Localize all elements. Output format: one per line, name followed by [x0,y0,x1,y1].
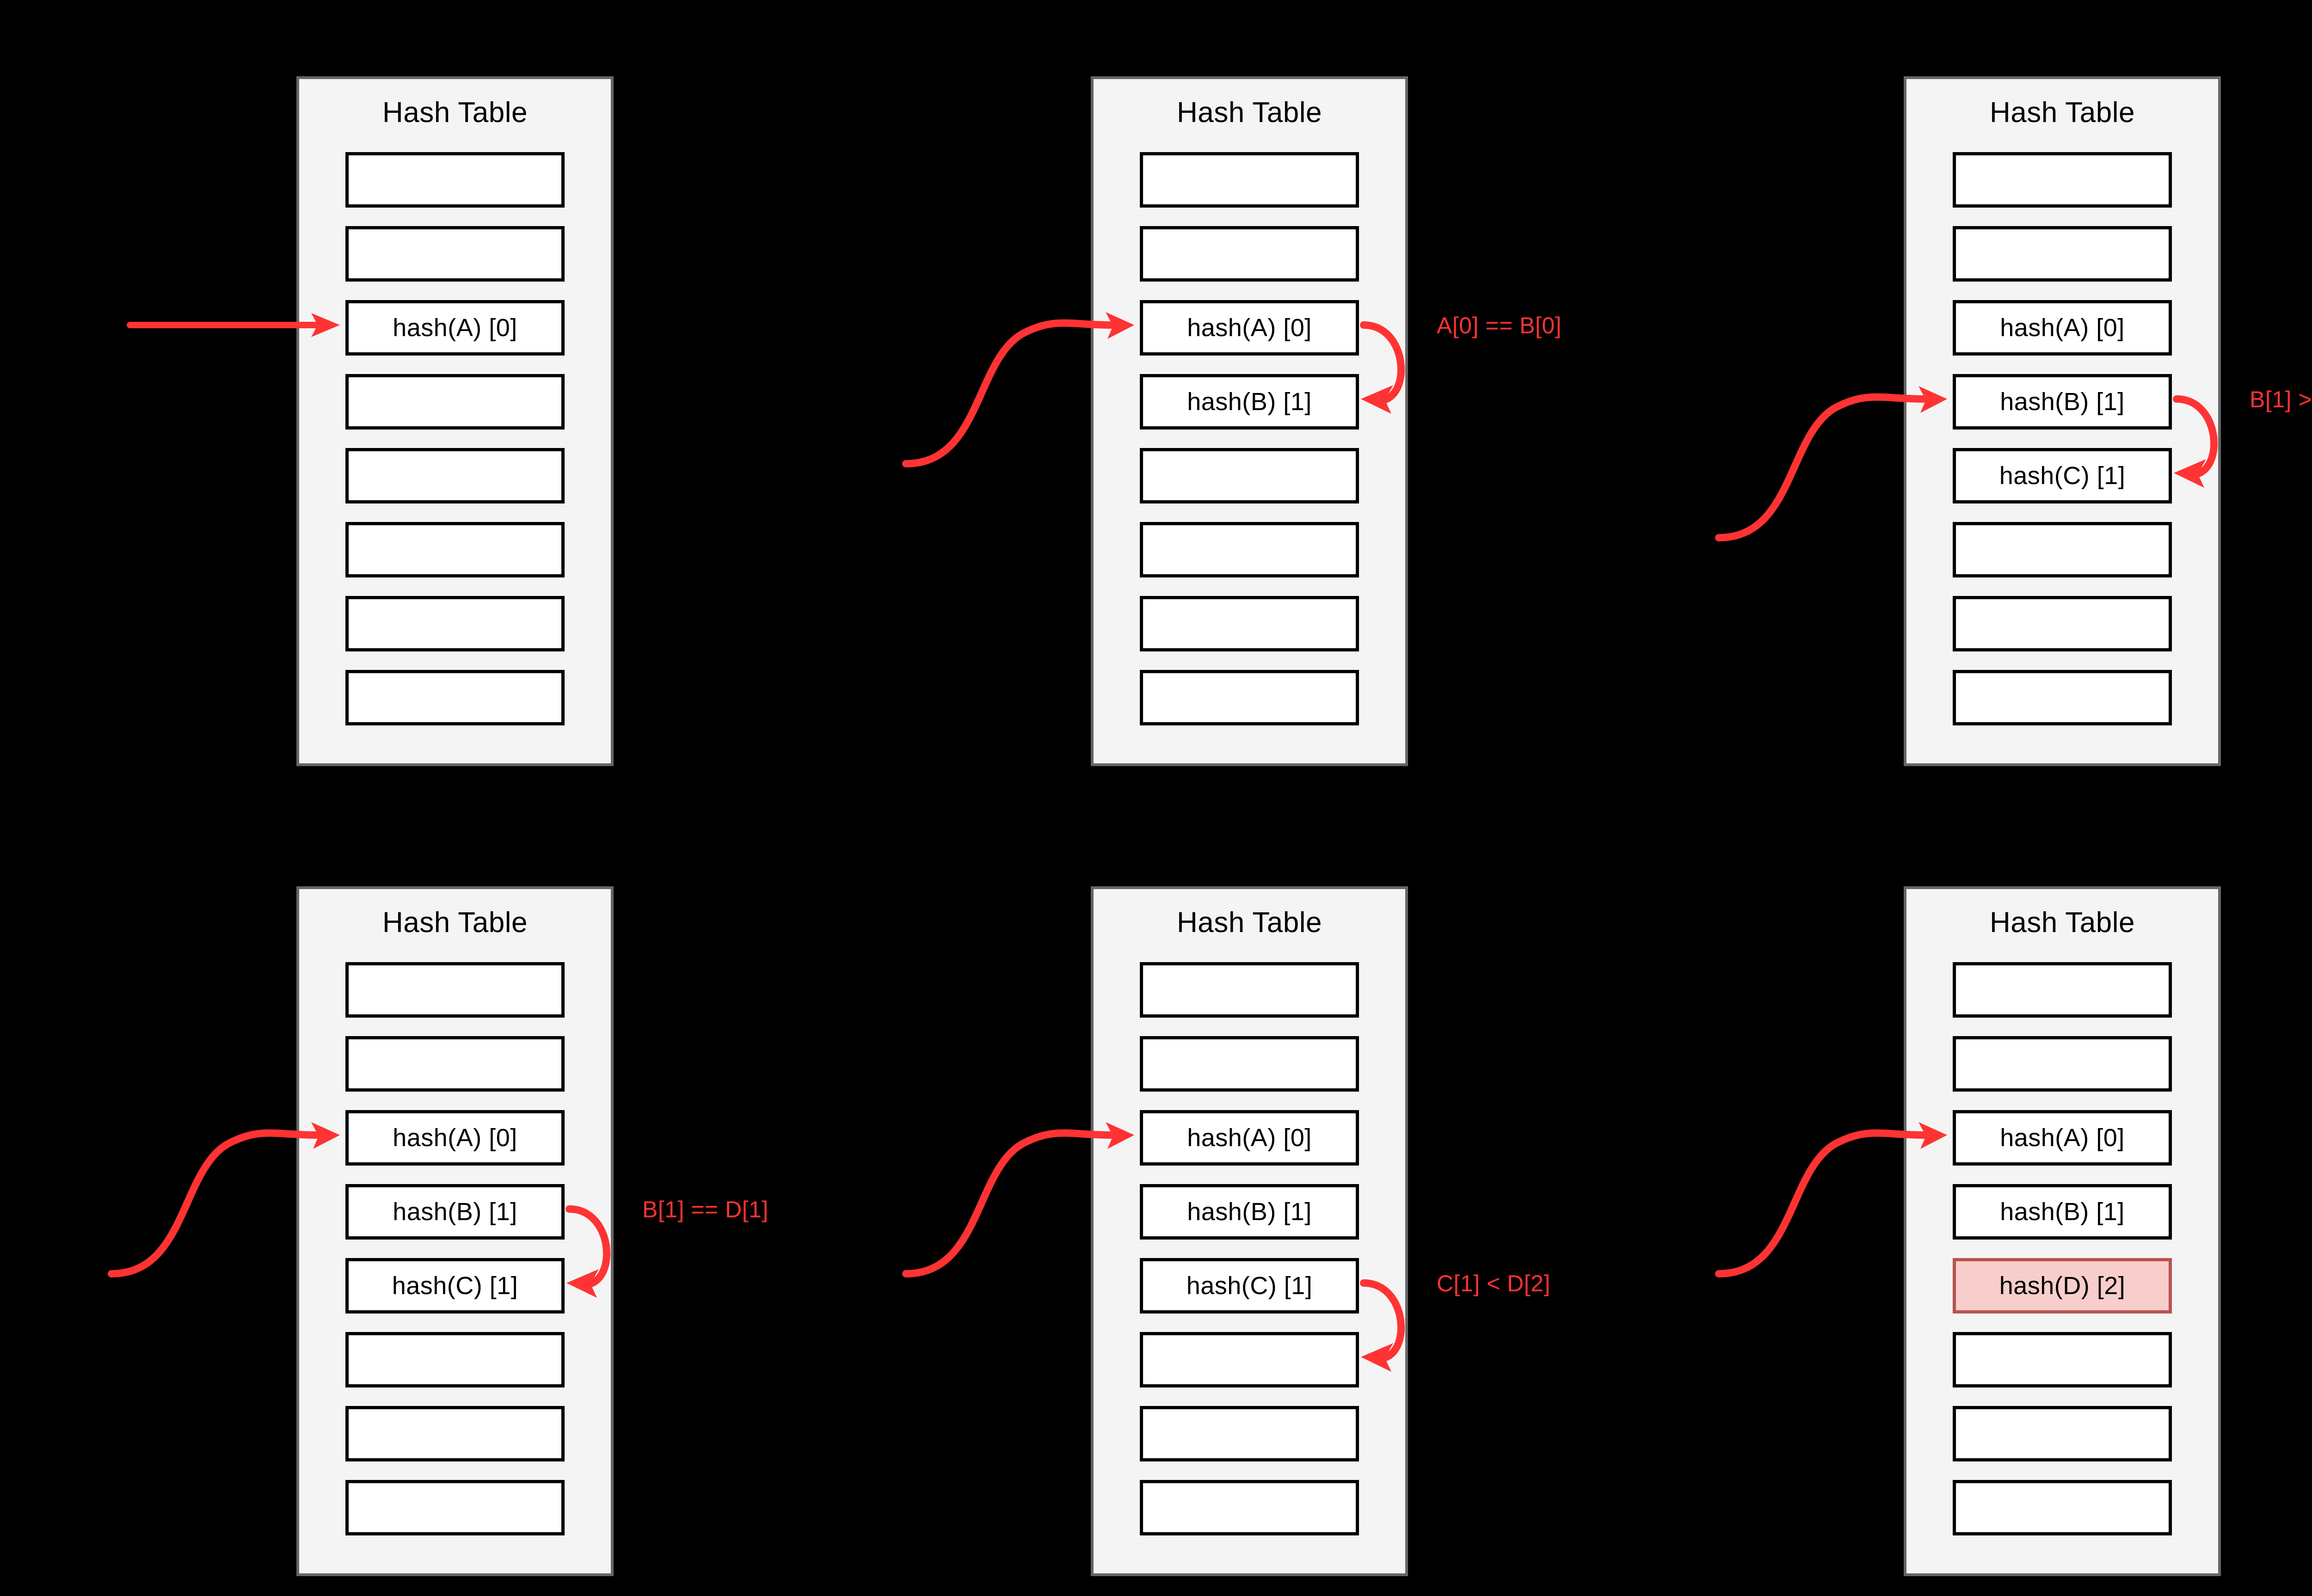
hash-table-slot-empty [1953,226,2172,282]
hash-table-panel-5: Hash Table hash(A) [0] hash(B) [1] hash(C) … [296,886,614,1576]
hash-table-slot-empty [1953,670,2172,725]
slot-label: hash(C) [1] [392,1272,518,1300]
slot-label: hash(B) [1] [2000,1198,2125,1226]
slot-label: hash(A) [0] [1187,314,1312,342]
slot-label: hash(A) [0] [2000,1124,2125,1152]
hash-table-slot-empty [1953,1036,2172,1092]
hash-table-slot-empty [1953,522,2172,577]
hash-table-panel-3: Hash Table hash(A) [0] hash(B) [1] hash(C) … [1904,76,2221,766]
hash-table-panel-2: Hash Table hash(A) [0] hash(B) [1] [1091,76,1408,766]
slot-label: hash(B) [1] [1187,1198,1312,1226]
panel-title: Hash Table [1176,97,1322,129]
comparison-annotation: B[1] == D[1] [642,1197,769,1222]
panel-title: Hash Table [1989,907,2135,939]
insert-arrow-curve-7 [1715,1129,1929,1277]
slot-label: hash(D) [2] [1999,1272,2126,1300]
hash-table-slot-filled: hash(B) [1] [1953,374,2172,430]
hash-table-slot-empty [345,448,565,503]
slot-label: hash(C) [1] [1999,462,2126,490]
panel-title: Hash Table [382,907,528,939]
panel-title: Hash Table [1989,97,2135,129]
hash-table-slot-empty [1140,596,1359,651]
hash-table-slot-empty [345,152,565,208]
hash-table-slot-empty [1953,152,2172,208]
comparison-annotation: A[0] == B[0] [1437,313,1562,338]
hash-table-slot-empty [1953,1332,2172,1387]
hash-table-slot-empty [1140,1480,1359,1535]
hash-table-slot-empty [345,1332,565,1387]
hash-table-slot-filled: hash(A) [0] [1140,300,1359,356]
hash-table-slot-filled: hash(A) [0] [1953,300,2172,356]
hash-table-slot-empty [345,374,565,430]
slot-label: hash(A) [0] [1187,1124,1312,1152]
hash-table-slot-filled: hash(B) [1] [1953,1184,2172,1240]
hash-table-slot-list: hash(A) [0] hash(B) [1] [1140,152,1359,744]
hash-table-slot-filled: hash(A) [0] [1953,1110,2172,1166]
hash-table-slot-filled: hash(C) [1] [1953,448,2172,503]
hash-table-panel-1: Hash Table hash(A) [0] [296,76,614,766]
panel-title: Hash Table [382,97,528,129]
hash-table-slot-empty [345,1480,565,1535]
comparison-annotation: B[1] > C[0] [2250,387,2312,412]
slot-label: hash(A) [0] [393,1124,517,1152]
slot-label: hash(B) [1] [393,1198,517,1226]
hash-table-slot-list: hash(A) [0] hash(B) [1] hash(D) [2] [1953,962,2172,1554]
hash-table-slot-empty [1953,596,2172,651]
hash-table-slot-empty [1140,522,1359,577]
hash-table-slot-list: hash(A) [0] hash(B) [1] hash(C) [1] [1140,962,1359,1554]
hash-table-slot-filled: hash(A) [0] [1140,1110,1359,1166]
hash-table-slot-filled: hash(B) [1] [345,1184,565,1240]
hash-table-panel-7: Hash Table hash(A) [0] hash(B) [1] hash(D) … [1904,886,2221,1576]
slot-label: hash(A) [0] [2000,314,2125,342]
hash-table-slot-empty [1140,1332,1359,1387]
slot-label: hash(C) [1] [1186,1272,1313,1300]
hash-table-slot-empty [345,596,565,651]
hash-table-slot-filled: hash(A) [0] [345,1110,565,1166]
hash-table-slot-empty [1140,962,1359,1018]
hash-table-slot-empty [345,1036,565,1092]
hash-table-slot-empty [1140,1406,1359,1461]
insert-arrow-curve-3 [1715,393,1929,541]
hash-table-slot-empty [1140,670,1359,725]
insert-arrow-curve-5 [108,1129,321,1277]
insert-arrow-curve-2 [902,319,1116,467]
hash-table-slot-filled: hash(D) [2] [1953,1258,2172,1314]
hash-table-slot-empty [345,226,565,282]
hash-table-slot-empty [1140,1036,1359,1092]
slot-label: hash(B) [1] [2000,388,2125,416]
slot-label: hash(A) [0] [393,314,517,342]
hash-table-slot-empty [345,670,565,725]
hash-table-slot-filled: hash(C) [1] [345,1258,565,1314]
hash-table-slot-empty [345,522,565,577]
hash-table-slot-empty [1140,152,1359,208]
hash-table-slot-list: hash(A) [0] [345,152,565,744]
hash-table-slot-list: hash(A) [0] hash(B) [1] hash(C) [1] [345,962,565,1554]
hash-table-slot-list: hash(A) [0] hash(B) [1] hash(C) [1] [1953,152,2172,744]
hash-table-slot-empty [1140,226,1359,282]
insert-arrow-curve-6 [902,1129,1116,1277]
hash-table-slot-empty [1953,1480,2172,1535]
slot-label: hash(B) [1] [1187,388,1312,416]
hash-table-slot-empty [1953,1406,2172,1461]
panel-title: Hash Table [1176,907,1322,939]
comparison-annotation: C[1] < D[2] [1437,1271,1550,1296]
hash-table-slot-filled: hash(C) [1] [1140,1258,1359,1314]
hash-table-slot-empty [1953,962,2172,1018]
hash-table-slot-empty [1140,448,1359,503]
hash-table-slot-filled: hash(A) [0] [345,300,565,356]
hash-table-slot-empty [345,1406,565,1461]
hash-table-slot-empty [345,962,565,1018]
hash-table-panel-6: Hash Table hash(A) [0] hash(B) [1] hash(C) … [1091,886,1408,1576]
hash-table-slot-filled: hash(B) [1] [1140,1184,1359,1240]
hash-table-slot-filled: hash(B) [1] [1140,374,1359,430]
